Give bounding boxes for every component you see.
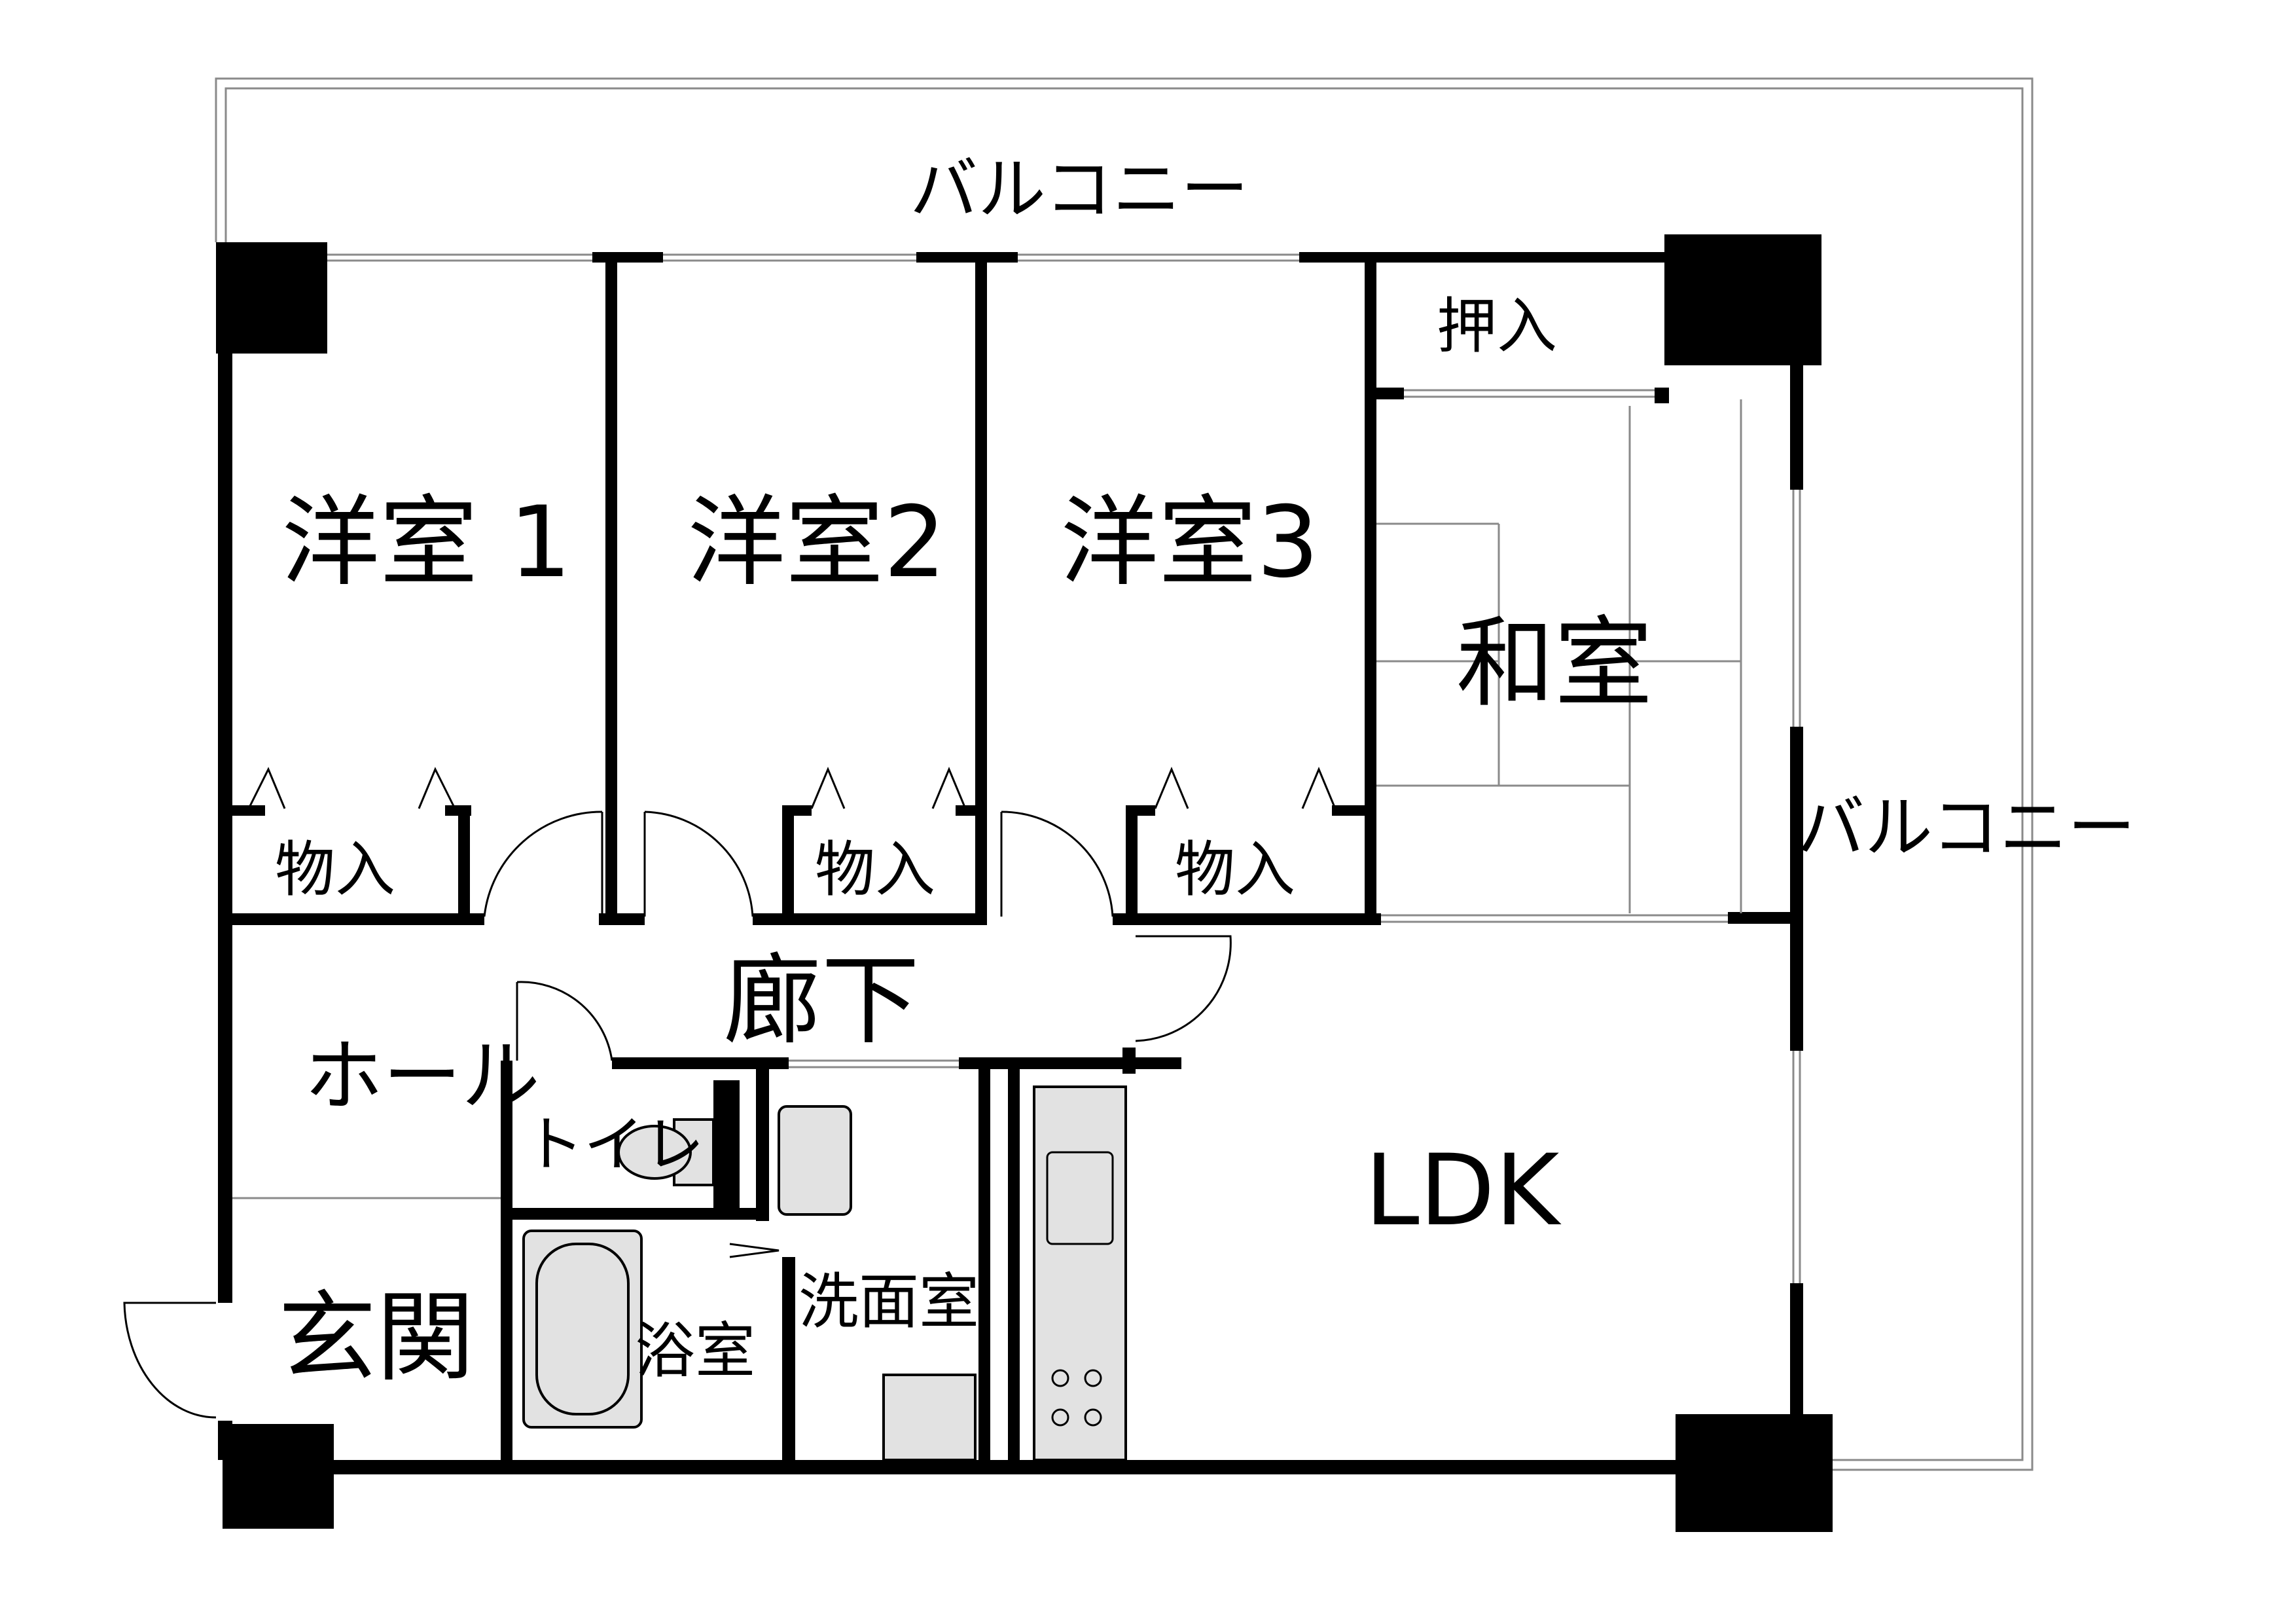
closet3-top-left: [1126, 805, 1155, 816]
hall-wall-1: [226, 913, 484, 925]
toilet-right-wall: [756, 1057, 769, 1221]
stove-burner-1: [1051, 1369, 1069, 1387]
jp-bottom-right: [1728, 912, 1797, 924]
closet-2-label: 物入: [815, 835, 935, 905]
hall-wall-4: [1113, 913, 1381, 925]
wall-top-1: [592, 252, 663, 263]
washroom-label: 洗面室: [798, 1267, 979, 1337]
wall-right-2: [1790, 727, 1803, 936]
washing-machine-pan: [882, 1374, 977, 1461]
fixtures: [522, 1085, 1127, 1461]
balcony-outline: [215, 77, 2034, 1471]
wash-left-wall: [782, 1257, 795, 1467]
wall-left-upper: [218, 354, 232, 1303]
column-top-left: [216, 242, 327, 354]
toilet-top-wall: [612, 1057, 789, 1069]
ldk-door-wall: [1122, 1048, 1136, 1074]
western-room-3-label: 洋室3: [1060, 486, 1319, 600]
wall-right-3: [1790, 930, 1803, 1051]
closet3-top-right: [1332, 805, 1371, 816]
hallway-label: 廊下: [723, 944, 920, 1058]
closet2-wall: [782, 805, 794, 920]
closet1-top-left: [226, 805, 265, 816]
wall-right-1: [1790, 365, 1803, 490]
wall-top-3: [1299, 252, 1666, 263]
toilet-inner-wall: [713, 1080, 740, 1211]
hall-wall-3: [753, 913, 987, 925]
oshiire-label: 押入: [1437, 291, 1557, 361]
closet-hangers: [247, 767, 1336, 809]
ldk-label: LDK: [1365, 1134, 1562, 1248]
wash-basin: [778, 1105, 852, 1216]
oshiire-bottom-left: [1371, 388, 1404, 399]
wash-top-wall: [959, 1057, 1181, 1069]
closet1-wall: [458, 805, 470, 920]
walls: [218, 252, 1833, 1474]
tatami-lines: [1376, 399, 1742, 913]
wall-top-2: [916, 252, 1018, 263]
toilet-left-wall: [501, 1061, 512, 1467]
balcony-right-label: バルコニー: [1797, 788, 2136, 867]
kitchen-wall-a: [978, 1067, 990, 1467]
toilet-label: トイレ: [524, 1110, 704, 1180]
doors: [123, 811, 1232, 1419]
kitchen-wall-b: [1008, 1067, 1020, 1467]
stove-burner-3: [1051, 1408, 1069, 1427]
japanese-room-label: 和室: [1456, 607, 1653, 721]
column-top-right: [1664, 234, 1821, 365]
closet-1-label: 物入: [275, 835, 395, 905]
partition-w3-jp: [1365, 259, 1376, 920]
hall-wall-2: [599, 913, 645, 925]
closet3-wall: [1126, 805, 1138, 920]
closet2-top-right: [956, 805, 978, 816]
toilet-bowl: [617, 1125, 692, 1180]
western-room-1-label: 洋室 1: [281, 486, 571, 600]
windows: [327, 253, 1801, 1283]
column-bottom-left: [223, 1424, 334, 1529]
kitchen-counter: [1033, 1085, 1127, 1461]
stove-burner-2: [1084, 1369, 1102, 1387]
closet-3-label: 物入: [1175, 835, 1295, 905]
balcony-top-label: バルコニー: [910, 149, 1249, 229]
wall-bottom: [223, 1460, 1833, 1474]
wall-left-lower: [218, 1421, 232, 1460]
partition-w2-w3: [975, 259, 987, 913]
toilet-bottom-wall: [507, 1208, 769, 1220]
bathtub-basin: [535, 1243, 630, 1415]
wall-right-4: [1790, 1283, 1803, 1421]
stove-burner-4: [1084, 1408, 1102, 1427]
oshiire-bottom-right: [1655, 388, 1669, 403]
western-room-2-label: 洋室2: [687, 486, 946, 600]
kitchen-sink: [1046, 1151, 1114, 1245]
hall-label: ホール: [304, 1031, 540, 1122]
closet2-top-left: [782, 805, 812, 816]
bath-label: 浴室: [635, 1316, 755, 1386]
partition-w1-w2: [605, 259, 617, 920]
entrance-label: 玄関: [278, 1281, 475, 1395]
